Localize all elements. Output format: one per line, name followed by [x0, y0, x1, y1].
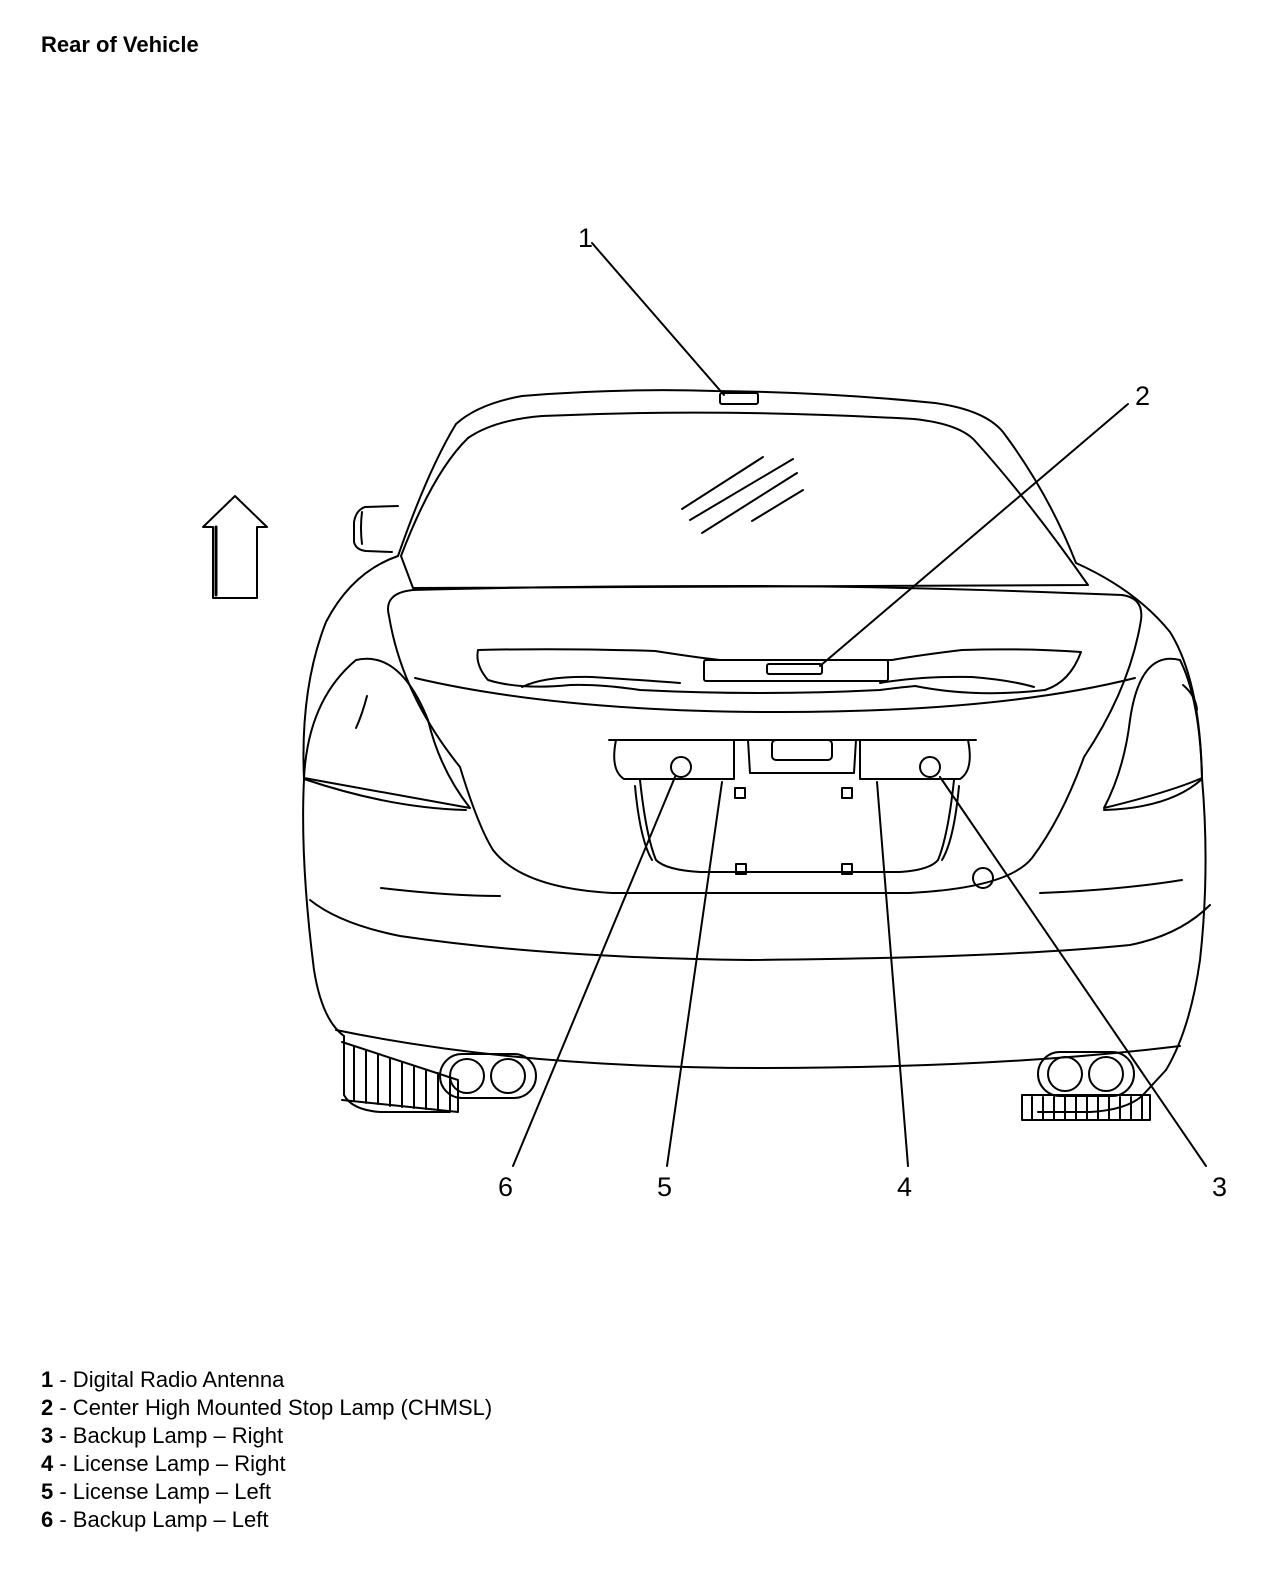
legend-item: 6 - Backup Lamp – Left: [41, 1506, 492, 1534]
callout-6: 6: [498, 1172, 513, 1202]
callout-1: 1: [578, 223, 593, 253]
side-mirror: [353, 505, 399, 553]
page-title: Rear of Vehicle: [41, 32, 199, 57]
callout-4: 4: [897, 1172, 912, 1202]
legend-text: - License Lamp – Right: [53, 1451, 286, 1476]
callout-5: 5: [657, 1172, 672, 1202]
legend-text: - Backup Lamp – Right: [53, 1423, 284, 1448]
legend-text: - Backup Lamp – Left: [53, 1507, 269, 1532]
legend-text: - License Lamp – Left: [53, 1479, 271, 1504]
backup-lamp-right: [919, 756, 941, 778]
legend-number: 6: [41, 1507, 54, 1532]
legend-item: 3 - Backup Lamp – Right: [41, 1422, 492, 1450]
callout-2: 2: [1135, 381, 1150, 411]
vehicle-outline: [302, 389, 1211, 1121]
legend-number: 5: [41, 1479, 54, 1504]
legend-item: 2 - Center High Mounted Stop Lamp (CHMSL…: [41, 1394, 492, 1422]
legend-number: 2: [41, 1395, 54, 1420]
legend-item: 1 - Digital Radio Antenna: [41, 1366, 492, 1394]
up-arrow-icon: [202, 495, 268, 599]
legend-number: 1: [41, 1367, 54, 1392]
backup-lamp-left: [670, 756, 692, 778]
legend-number: 3: [41, 1423, 54, 1448]
legend-number: 4: [41, 1451, 54, 1476]
legend: 1 - Digital Radio Antenna 2 - Center Hig…: [41, 1366, 492, 1534]
legend-item: 4 - License Lamp – Right: [41, 1450, 492, 1478]
legend-item: 5 - License Lamp – Left: [41, 1478, 492, 1506]
legend-text: - Digital Radio Antenna: [53, 1367, 285, 1392]
leader-lines: [512, 242, 1207, 1167]
callout-3: 3: [1212, 1172, 1227, 1202]
legend-text: - Center High Mounted Stop Lamp (CHMSL): [53, 1395, 493, 1420]
